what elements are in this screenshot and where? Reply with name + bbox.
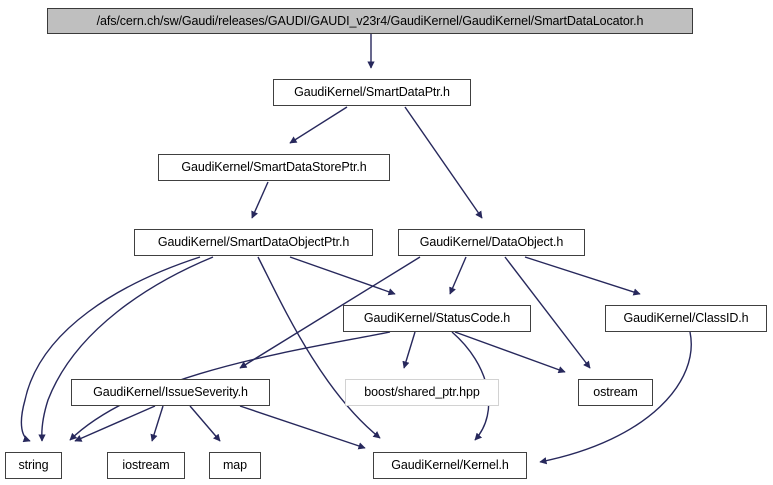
edge-smartdataobjectptr-to-statuscode [289,256,396,296]
node-label: GaudiKernel/SmartDataObjectPtr.h [157,235,350,250]
node-dataobject[interactable]: GaudiKernel/DataObject.h [398,229,585,256]
edge-dataobject-to-ostream [504,256,591,369]
edge-smartdatastoreptr-to-smartdataobjectptr [251,181,269,219]
edge-statuscode-to-string [69,331,391,441]
node-issueseverity[interactable]: GaudiKernel/IssueSeverity.h [71,379,270,406]
edge-smartdataptr-to-smartdatastoreptr [289,106,348,144]
node-label: GaudiKernel/DataObject.h [419,235,564,250]
edge-smartdataobjectptr-to-string [20,256,201,443]
edge-dataobject-to-issueseverity [239,256,421,369]
node-label: map [222,458,248,473]
node-classid[interactable]: GaudiKernel/ClassID.h [605,305,767,332]
edge-issueseverity-to-map [189,405,221,442]
edge-issueseverity-to-iostream [150,405,164,442]
node-statuscode[interactable]: GaudiKernel/StatusCode.h [343,305,531,332]
edge-smartdataobjectptr-to-kernel [257,256,381,439]
edge-statuscode-to-ostream [454,331,566,374]
edge-issueseverity-to-kernel [239,405,366,450]
node-sharedptr[interactable]: boost/shared_ptr.hpp [345,379,499,406]
node-kernel[interactable]: GaudiKernel/Kernel.h [373,452,527,479]
node-ostream[interactable]: ostream [578,379,653,406]
node-label: string [18,458,49,473]
node-label: GaudiKernel/Kernel.h [391,458,509,473]
edge-dataobject-to-statuscode [449,256,467,295]
edge-issueseverity-to-string [74,405,156,442]
node-label: /afs/cern.ch/sw/Gaudi/releases/GAUDI/GAU… [96,13,644,28]
edge-statuscode-to-sharedptr [402,331,416,369]
node-smartdataobjectptr[interactable]: GaudiKernel/SmartDataObjectPtr.h [134,229,373,256]
node-iostream[interactable]: iostream [107,452,185,479]
node-label: iostream [122,458,170,473]
node-root[interactable]: /afs/cern.ch/sw/Gaudi/releases/GAUDI/GAU… [47,8,693,34]
edge-smartdataobjectptr-to-string [38,256,214,442]
node-label: boost/shared_ptr.hpp [364,385,480,400]
node-label: GaudiKernel/IssueSeverity.h [93,385,248,400]
edge-smartdataptr-to-dataobject [404,106,483,219]
node-string[interactable]: string [5,452,62,479]
node-smartdataptr[interactable]: GaudiKernel/SmartDataPtr.h [273,79,471,106]
node-label: GaudiKernel/StatusCode.h [363,311,511,326]
node-smartdatastoreptr[interactable]: GaudiKernel/SmartDataStorePtr.h [158,154,390,181]
node-label: GaudiKernel/SmartDataStorePtr.h [181,160,367,175]
node-label: ostream [593,385,638,400]
node-map[interactable]: map [209,452,261,479]
edge-dataobject-to-classid [524,256,641,296]
edge-group [20,34,692,465]
edge-classid-to-kernel [539,331,692,465]
node-label: GaudiKernel/SmartDataPtr.h [294,85,450,100]
node-label: GaudiKernel/ClassID.h [623,311,749,326]
